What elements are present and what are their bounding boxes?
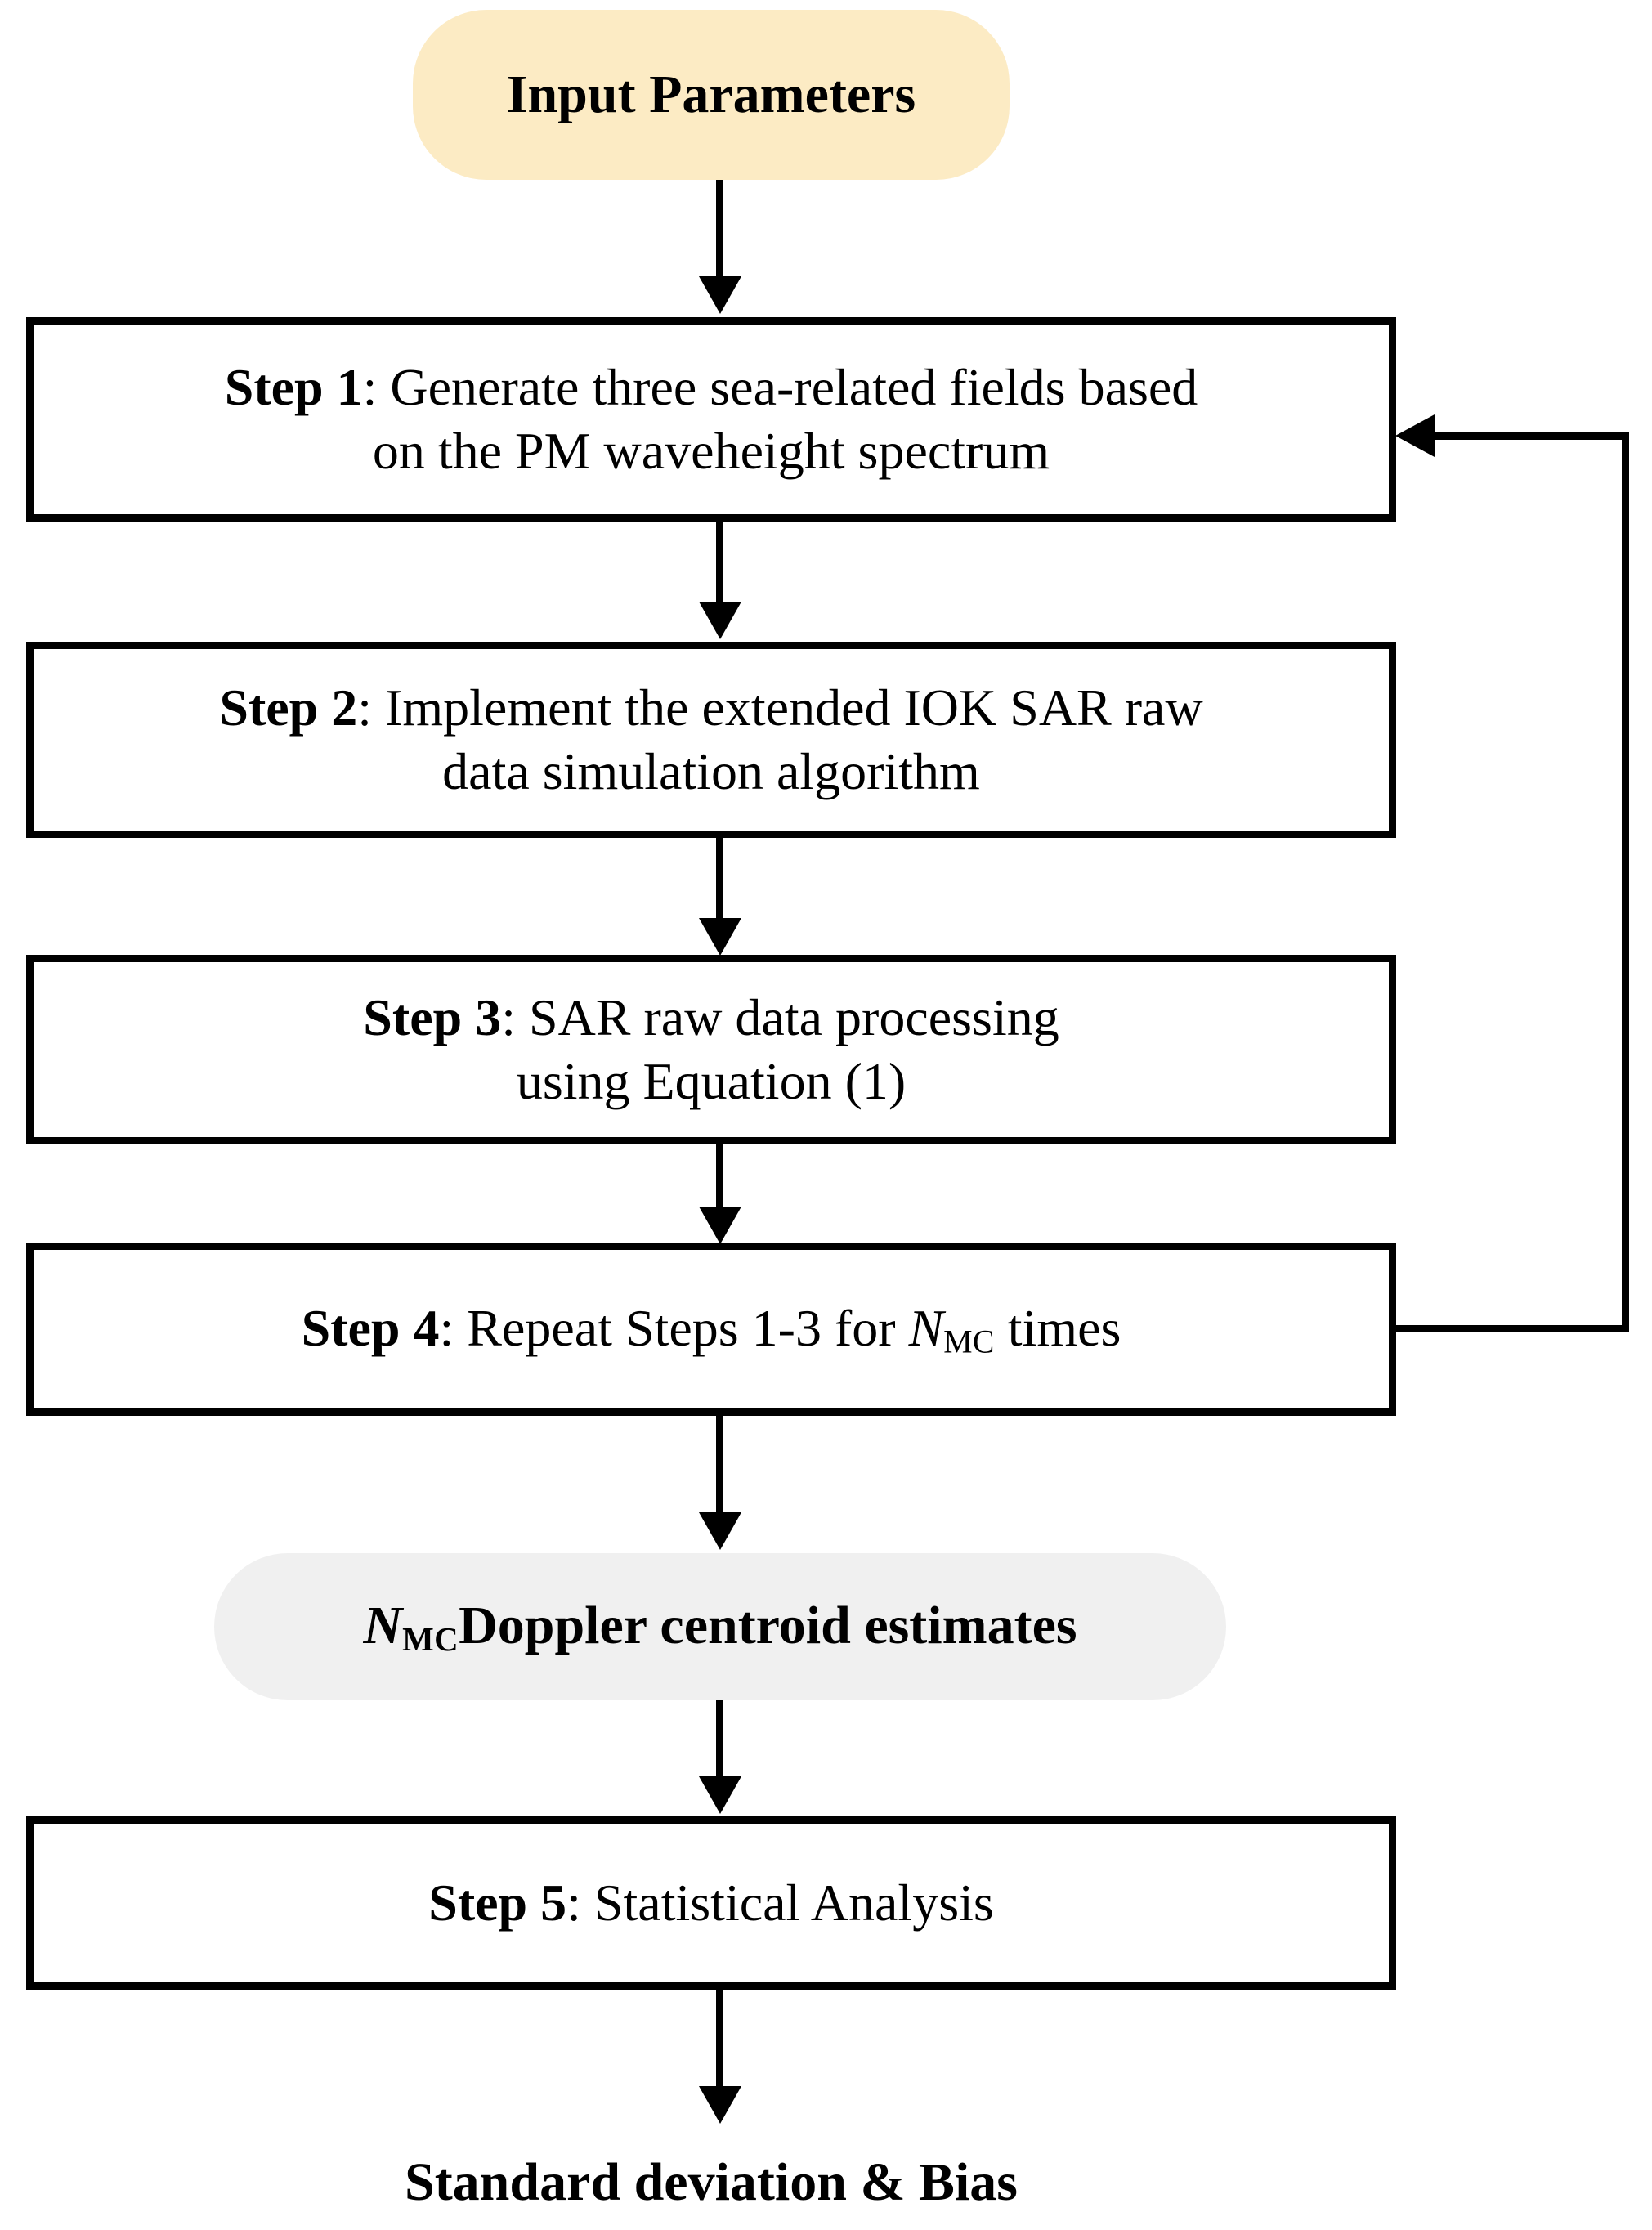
node-step-2-label: Step 2: [219, 678, 358, 737]
node-step-4-body-before: Repeat Steps 1-3 for: [467, 1298, 909, 1357]
node-input-parameters[interactable]: Input Parameters: [413, 10, 1010, 180]
edge-doppler-to-step5-line: [716, 1700, 723, 1778]
edge-step5-to-output-arrowhead: [699, 2086, 741, 2124]
node-doppler-body: Doppler centroid estimates: [459, 1596, 1077, 1656]
node-step-4-separator: :: [439, 1298, 468, 1357]
node-doppler-centroid-estimates-text: NMCDoppler centroid estimates: [214, 1593, 1226, 1660]
node-step-4-text: Step 4: Repeat Steps 1-3 for NMC times: [34, 1296, 1389, 1362]
node-step-3-separator: :: [501, 987, 529, 1046]
edge-feedback-bottom-segment: [1396, 1325, 1629, 1332]
node-step-1-line2: on the PM waveheight spectrum: [372, 422, 1050, 480]
node-doppler-symbol-subscript: MC: [402, 1621, 459, 1659]
node-step-2-line1: Implement the extended IOK SAR raw: [385, 678, 1203, 737]
edge-feedback-arrowhead: [1395, 414, 1435, 457]
edge-feedback-right-segment: [1622, 432, 1629, 1332]
edge-step2-to-step3-line: [716, 838, 723, 920]
edge-step1-to-step2-arrowhead: [699, 602, 741, 639]
edge-step4-to-doppler-arrowhead: [699, 1512, 741, 1550]
node-step-2-text: Step 2: Implement the extended IOK SAR r…: [34, 676, 1389, 804]
edge-step4-to-doppler-line: [716, 1416, 723, 1514]
node-step-5-line1: Statistical Analysis: [593, 1873, 994, 1932]
edge-step2-to-step3-arrowhead: [699, 918, 741, 956]
node-doppler-centroid-estimates[interactable]: NMCDoppler centroid estimates: [214, 1553, 1226, 1700]
node-step-3-text: Step 3: SAR raw data processing using Eq…: [34, 986, 1389, 1113]
node-step-1-text: Step 1: Generate three sea-related field…: [34, 356, 1389, 483]
node-step-4-label: Step 4: [301, 1298, 440, 1357]
node-step-1-label: Step 1: [224, 357, 363, 416]
node-doppler-symbol-base: N: [363, 1596, 403, 1656]
node-step-3[interactable]: Step 3: SAR raw data processing using Eq…: [26, 955, 1396, 1144]
node-step-1-separator: :: [362, 357, 391, 416]
node-step-4-symbol-subscript: MC: [943, 1323, 995, 1360]
node-input-parameters-label: Input Parameters: [506, 64, 916, 124]
node-step-2-line2: data simulation algorithm: [442, 742, 980, 800]
node-step-5-separator: :: [566, 1873, 594, 1932]
node-step-1-line1: Generate three sea-related fields based: [390, 357, 1198, 416]
node-step-2[interactable]: Step 2: Implement the extended IOK SAR r…: [26, 642, 1396, 838]
node-step-4-symbol-base: N: [908, 1298, 944, 1357]
node-step-2-separator: :: [357, 678, 386, 737]
node-step-5-text: Step 5: Statistical Analysis: [34, 1871, 1389, 1935]
edge-doppler-to-step5-arrowhead: [699, 1776, 741, 1814]
edge-input-to-step1-line: [716, 180, 723, 278]
edge-step3-to-step4-arrowhead: [699, 1207, 741, 1244]
edge-feedback-top-segment: [1435, 432, 1629, 440]
node-output-label: Standard deviation & Bias: [405, 2152, 1018, 2212]
node-step-4-body-after: times: [994, 1298, 1121, 1357]
node-step-4[interactable]: Step 4: Repeat Steps 1-3 for NMC times: [26, 1243, 1396, 1416]
edge-step1-to-step2-line: [716, 522, 723, 603]
edge-step5-to-output-line: [716, 1990, 723, 2088]
node-step-1[interactable]: Step 1: Generate three sea-related field…: [26, 317, 1396, 522]
node-step-5-label: Step 5: [428, 1873, 567, 1932]
edge-input-to-step1-arrowhead: [699, 276, 741, 314]
node-output: Standard deviation & Bias: [26, 2142, 1396, 2223]
node-step-3-line2: using Equation (1): [516, 1052, 907, 1110]
node-step-5[interactable]: Step 5: Statistical Analysis: [26, 1816, 1396, 1990]
node-step-3-line1: SAR raw data processing: [528, 987, 1059, 1046]
node-step-3-label: Step 3: [363, 987, 502, 1046]
edge-step3-to-step4-line: [716, 1144, 723, 1208]
